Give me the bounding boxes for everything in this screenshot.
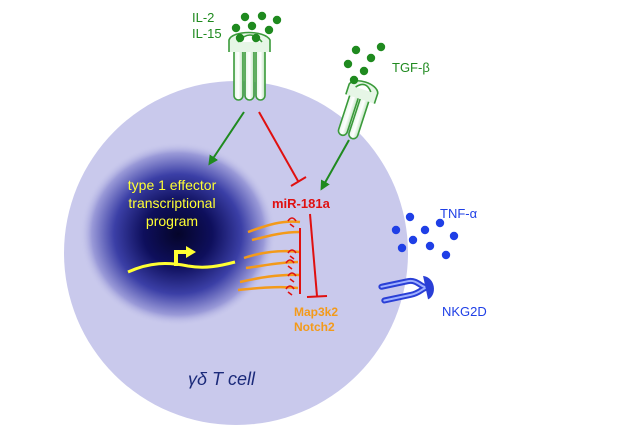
tgf-beta-receptor <box>337 80 379 140</box>
il-cytokines <box>231 11 282 43</box>
il15-label: IL-15 <box>192 26 222 41</box>
transcription-arrowhead <box>186 246 196 258</box>
nkg2d-label: NKG2D <box>442 304 487 319</box>
nucleus-text-line2: transcriptional <box>128 195 215 211</box>
il2-il15-receptor <box>228 31 271 101</box>
nucleus-text-line1: type 1 effector <box>128 177 217 193</box>
nucleus-text-line3: program <box>146 213 198 229</box>
tnf-alpha-label: TNF-α <box>440 206 478 221</box>
dna-strand <box>127 260 236 274</box>
tgf-beta-cytokines <box>343 42 386 85</box>
nkg2d-receptor <box>378 275 434 304</box>
inhibition-il-to-mir <box>258 111 307 187</box>
tnf-alpha-dots <box>391 212 459 260</box>
mrna-transcripts <box>237 217 301 296</box>
target-map3k2: Map3k2 <box>294 305 338 319</box>
tgf-beta-label: TGF-β <box>392 60 430 75</box>
nucleus <box>80 142 276 326</box>
arrow-tgf-to-mir <box>320 139 350 191</box>
il2-label: IL-2 <box>192 10 214 25</box>
inhibition-mir-to-targets <box>306 213 328 298</box>
transcription-start-icon <box>174 250 188 266</box>
arrow-receptor-to-nucleus <box>208 111 245 166</box>
cell-label: γδ T cell <box>188 369 256 389</box>
target-notch2: Notch2 <box>294 320 335 334</box>
mir-181a-label: miR-181a <box>272 196 331 211</box>
